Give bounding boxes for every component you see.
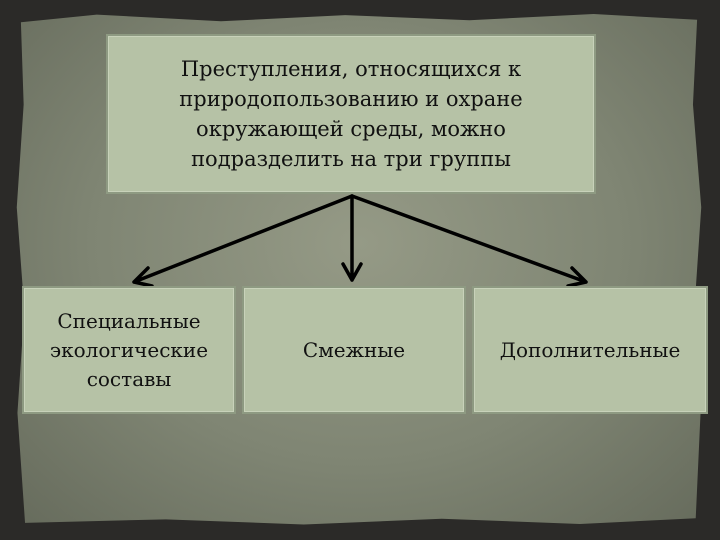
- group-box-special: Специальные экологические составы: [22, 286, 236, 414]
- group-box-additional: Дополнительные: [472, 286, 708, 414]
- group-text-adjacent: Смежные: [302, 338, 406, 362]
- arrow-right: [350, 194, 588, 288]
- group-box-adjacent: Смежные: [242, 286, 466, 414]
- arrow-left: [132, 194, 354, 288]
- group-text-additional: Дополнительные: [499, 338, 681, 362]
- root-text: Преступления, относящихся к природопольз…: [179, 57, 523, 171]
- arrow-middle: [341, 194, 363, 282]
- group-text-special: Специальные экологические составы: [49, 308, 209, 391]
- root-box: Преступления, относящихся к природопольз…: [106, 34, 596, 194]
